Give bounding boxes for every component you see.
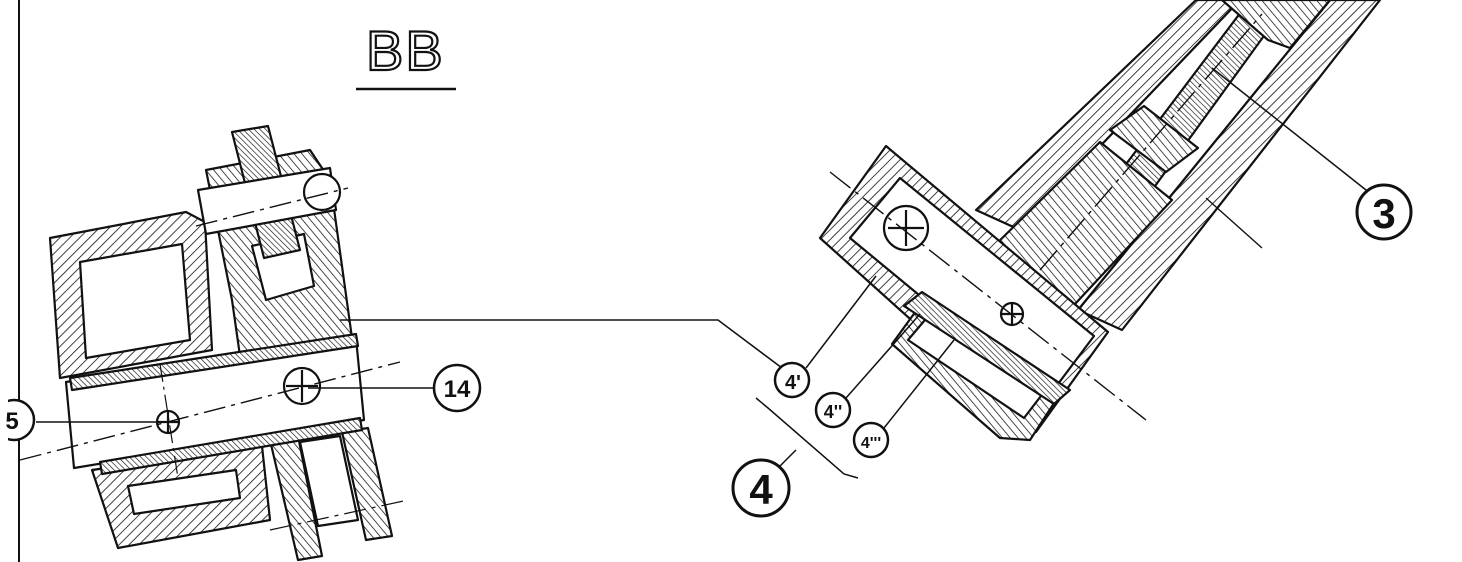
- callout-4-double-prime-label: 4'': [824, 402, 843, 422]
- left-crop-mask-2: [0, 398, 6, 446]
- base-centerline: [829, 171, 1147, 421]
- callout-4-prime: 4': [773, 275, 877, 399]
- right-assembly: [818, 0, 1382, 442]
- leader-4: [779, 449, 797, 467]
- leader-3: [1211, 67, 1367, 191]
- left-assembly: [19, 124, 409, 562]
- callout-14-circle: [432, 363, 482, 413]
- housing-cavity: [78, 242, 192, 360]
- leg-centerline: [269, 499, 409, 531]
- callout-4-label: 4: [749, 466, 773, 513]
- callout-4-group: 4: [731, 397, 859, 518]
- nut-collar: [1220, 0, 1332, 50]
- callout-4-triple-prime-circle: [852, 421, 890, 459]
- bolt-centerline: [195, 187, 349, 227]
- callout-4-circle: [731, 458, 791, 518]
- callout-4-double-prime-circle: [814, 391, 852, 429]
- tube-centerline: [1039, 13, 1263, 271]
- callout-14: 14: [308, 363, 482, 413]
- callout-4-triple-prime-label: 4''': [861, 435, 881, 452]
- section-label: BB: [366, 19, 445, 82]
- callout-4-triple-prime: 4''': [852, 339, 955, 459]
- washer-strip: [902, 290, 1072, 406]
- callout-4-prime-label: 4': [785, 372, 801, 394]
- cross-centerline: [1205, 197, 1263, 249]
- tube-wall-left: [974, 0, 1242, 232]
- callout-5-circle: [0, 398, 36, 442]
- leader-4-double-prime: [845, 313, 921, 399]
- callout-4-prime-circle: [773, 361, 811, 399]
- callout-3-label: 3: [1372, 190, 1395, 237]
- callout-14-label: 14: [444, 376, 471, 403]
- leader-4-prime-b: [805, 275, 877, 369]
- vert-centerline-a: [159, 363, 179, 479]
- callout-5-label: 5: [5, 408, 18, 435]
- leader-4-triple-prime: [883, 339, 955, 429]
- bushing-lower: [98, 416, 364, 476]
- callout-4-double-prime: 4'': [814, 313, 921, 429]
- leader-4-prime: [340, 319, 783, 369]
- group-bracket-4: [755, 397, 859, 479]
- fork-leg-gap: [298, 434, 360, 528]
- callout-3-circle: [1355, 183, 1413, 241]
- bolt-end: [302, 172, 342, 212]
- section-title: BB: [356, 18, 456, 91]
- shaft-centerline: [19, 361, 401, 461]
- bushing-upper: [68, 332, 360, 392]
- callout-5: 5: [0, 398, 158, 446]
- bolt-head: [196, 166, 338, 236]
- housing-lower-cavity: [126, 468, 242, 516]
- callout-3: 3: [1211, 67, 1413, 241]
